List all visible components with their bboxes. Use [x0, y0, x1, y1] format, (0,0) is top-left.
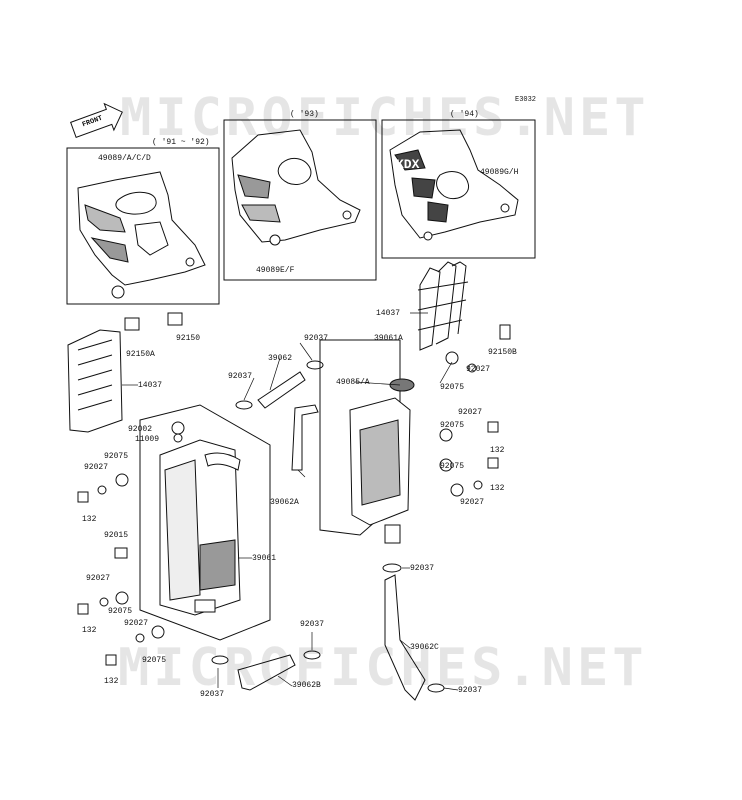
watermark-top: MICROFICHES.NET [120, 88, 650, 148]
shroud-94 [389, 129, 519, 241]
part-label: 11009 [135, 435, 160, 444]
part-label: 92075 [108, 607, 133, 616]
part-label: 49085/A [336, 378, 370, 387]
part-label: 14037 [376, 309, 401, 318]
part-label: 132 [82, 626, 97, 635]
box-title-93: ( '93) [290, 110, 319, 119]
part-label: 92150B [488, 348, 517, 357]
box-part-91-92: 49089/A/C/D [98, 154, 151, 163]
part-label: 39062A [270, 498, 299, 507]
part-label: 92075 [104, 452, 129, 461]
hose-39062 [257, 371, 306, 409]
part-label: 92150 [176, 334, 201, 343]
radiator-guard-left [67, 329, 123, 433]
part-label: 92037 [304, 334, 329, 343]
watermark-bottom: MICROFICHES.NET [118, 638, 648, 698]
shroud-box-94 [381, 119, 536, 259]
part-label: 92027 [458, 408, 483, 417]
part-label: 39062C [410, 643, 439, 652]
part-label: 92027 [84, 463, 109, 472]
part-label: 132 [490, 484, 505, 493]
part-label: 92027 [86, 574, 111, 583]
part-label: 92075 [440, 383, 465, 392]
part-label: 92075 [142, 656, 167, 665]
radiator-left-frame [139, 404, 271, 641]
hose-39062a [291, 404, 319, 471]
part-label: 132 [104, 677, 119, 686]
part-label: 92075 [440, 421, 465, 430]
box-part-94: 49089G/H [480, 168, 519, 177]
box-title-91-92: ( '91 ~ '92) [152, 138, 210, 147]
part-label: 14037 [138, 381, 163, 390]
radiator-left [159, 439, 241, 616]
clamp-parts [211, 360, 445, 693]
part-label: 92150A [126, 350, 155, 359]
shroud-box-91-92 [66, 147, 220, 305]
part-label: 92037 [410, 564, 435, 573]
part-label: 92027 [466, 365, 491, 374]
part-label: 92027 [124, 619, 149, 628]
part-label: 39061 [252, 554, 277, 563]
part-label: 92037 [228, 372, 253, 381]
part-label: 39061A [374, 334, 403, 343]
front-arrow-icon [70, 102, 123, 139]
box-part-93: 49089E/F [256, 266, 295, 275]
hose-39062b [237, 654, 296, 691]
shroud-93 [231, 129, 361, 246]
part-label: 92037 [300, 620, 325, 629]
part-label: 92037 [458, 686, 483, 695]
decal-text-k: KDX [396, 157, 420, 172]
part-label: 132 [82, 515, 97, 524]
box-title-94: ( '94) [450, 110, 479, 119]
part-label: 39062 [268, 354, 293, 363]
leader-lines [122, 312, 459, 691]
part-label: 92027 [460, 498, 485, 507]
shroud-box-93 [223, 119, 377, 281]
hose-39062c [384, 574, 426, 701]
part-label: 92037 [200, 690, 225, 699]
part-label: 39062B [292, 681, 321, 690]
part-label: 92002 [128, 425, 153, 434]
part-label: 92015 [104, 531, 129, 540]
radiator-guard-right [417, 261, 469, 351]
part-label: 92075 [440, 462, 465, 471]
radiator-right [349, 397, 411, 544]
shroud-91-92 [77, 171, 206, 299]
diagram-code: E3032 [515, 96, 537, 104]
small-parts [77, 312, 511, 666]
part-label: 132 [490, 446, 505, 455]
